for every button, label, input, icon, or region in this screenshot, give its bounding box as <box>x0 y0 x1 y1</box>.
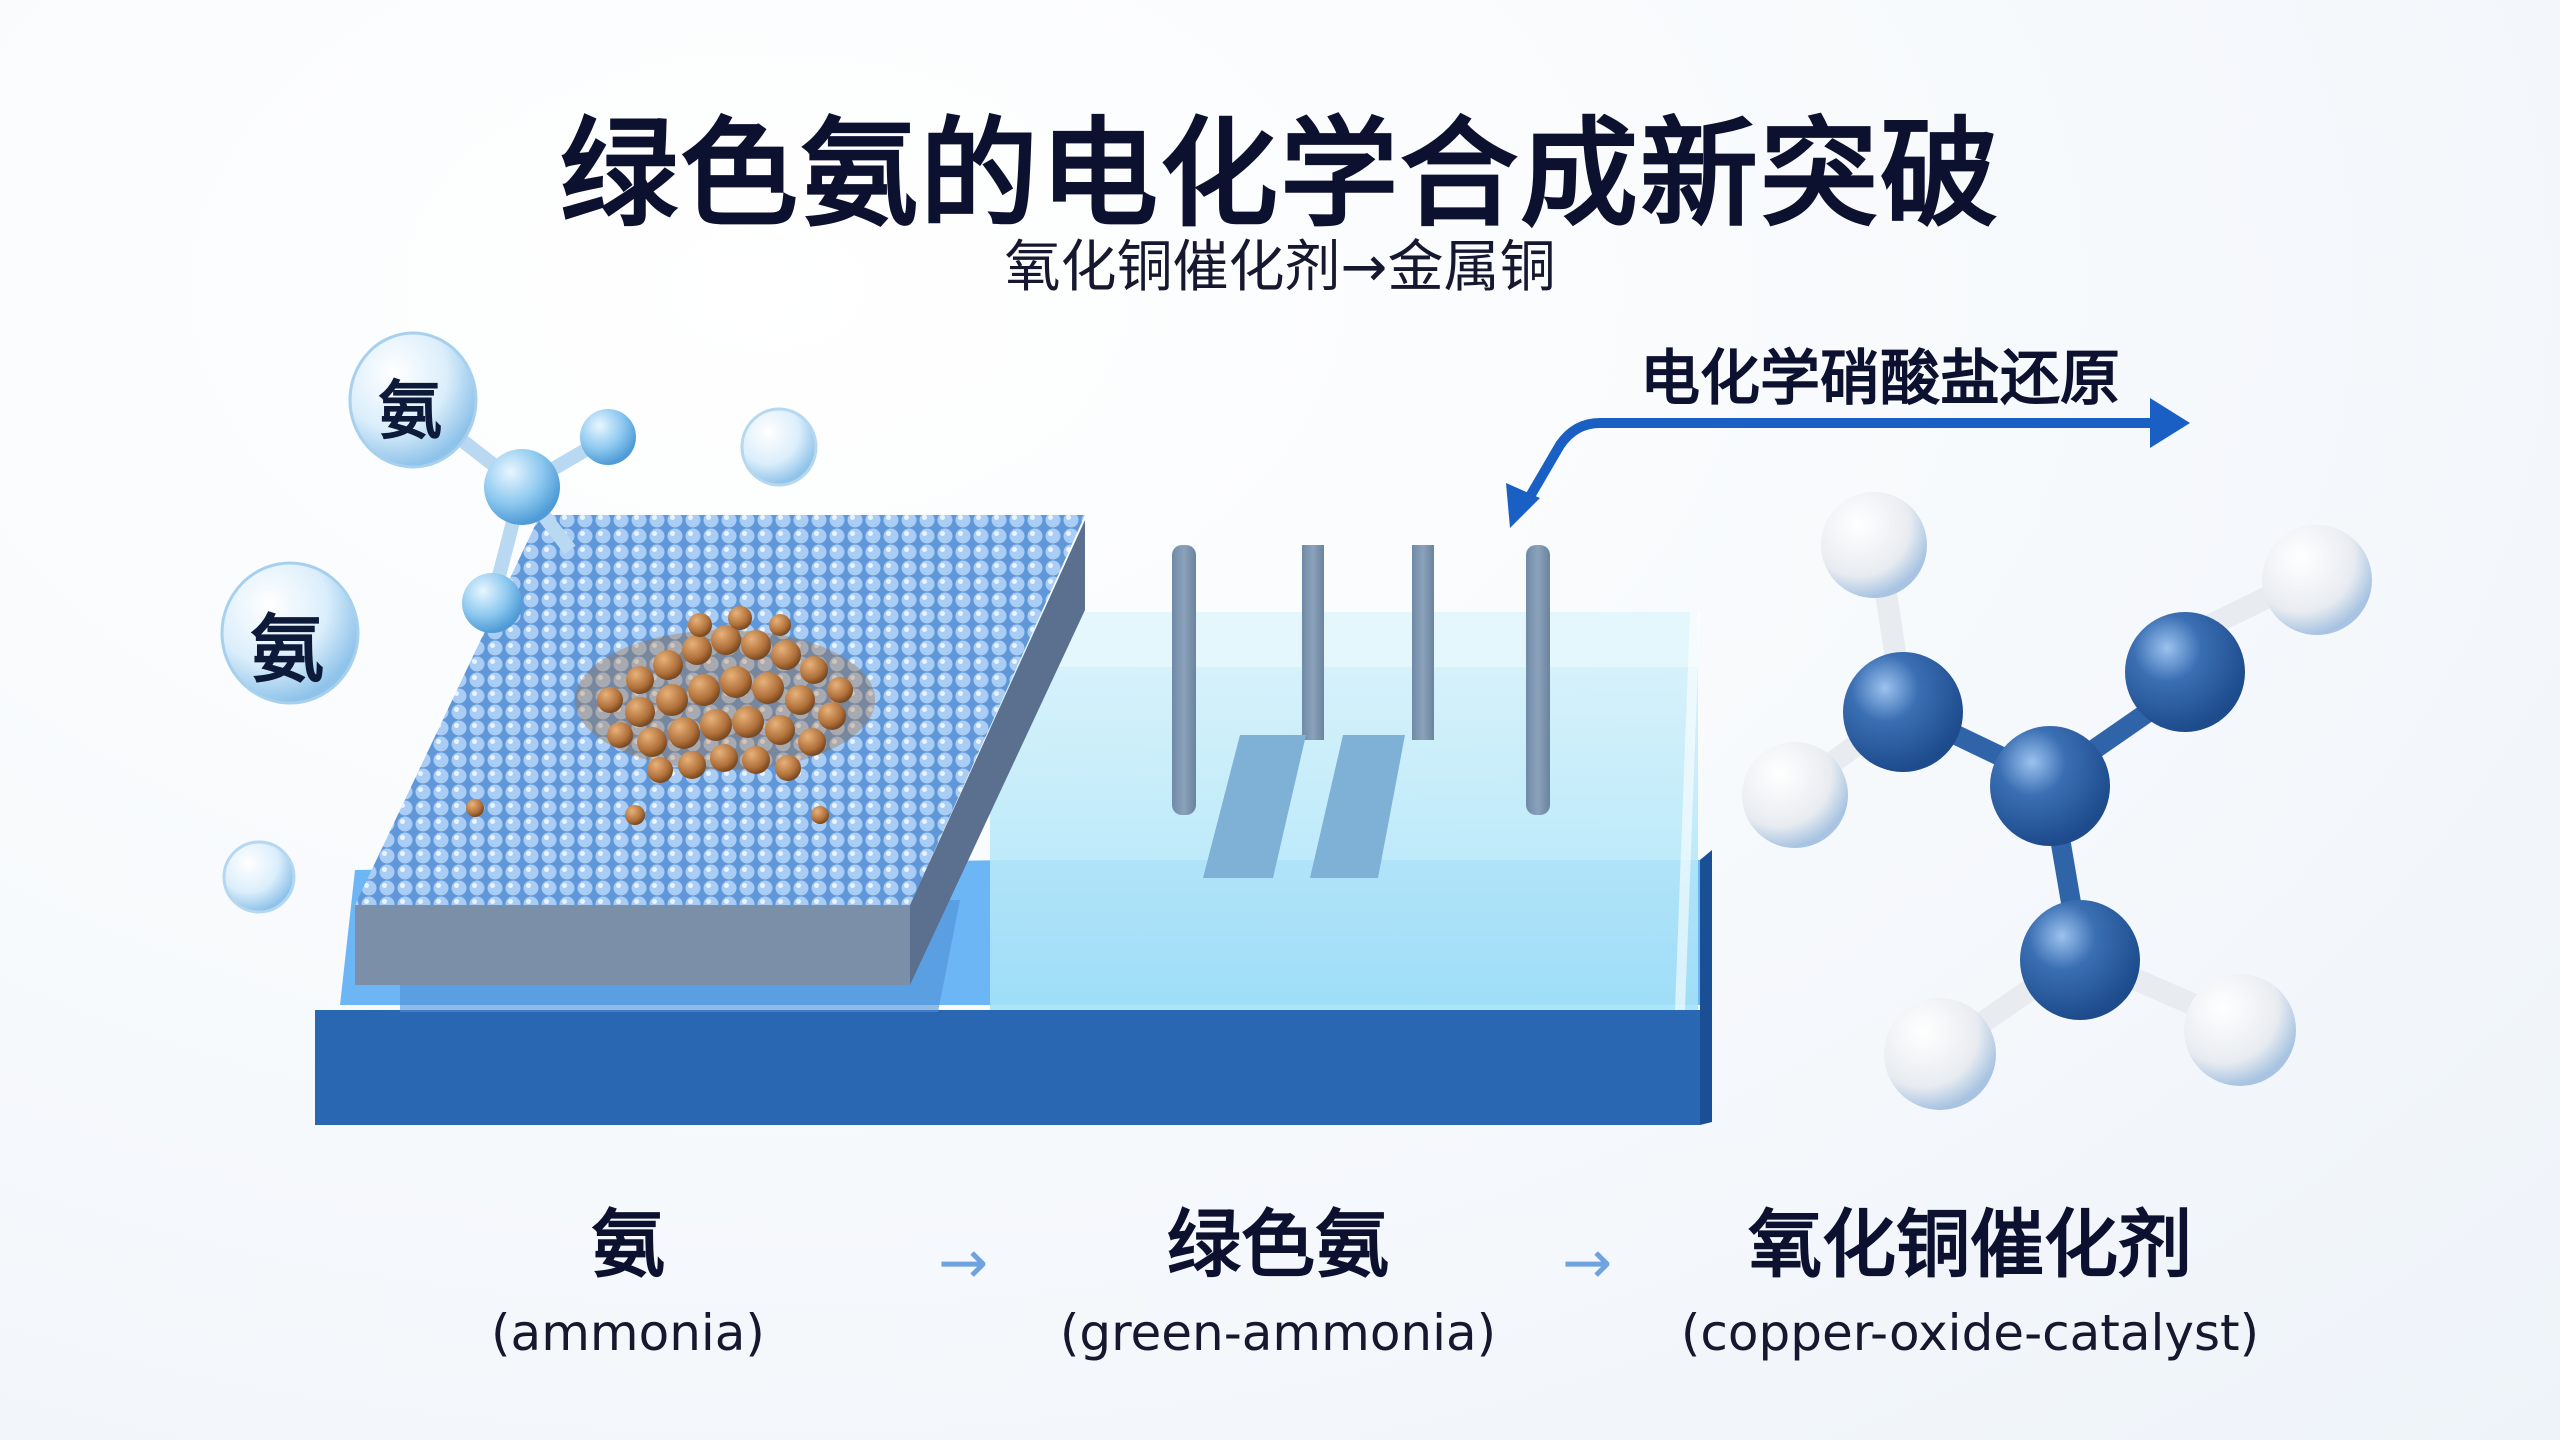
process-label: 电化学硝酸盐还原 <box>1640 344 2120 414</box>
flow-step-cn: 绿色氨 <box>1167 1202 1389 1288</box>
nitrogen-atom <box>1990 726 2110 846</box>
electrode-rod <box>1526 545 1550 815</box>
flow-step-en: (green-ammonia) <box>1059 1304 1497 1362</box>
empty-bubble <box>222 840 296 914</box>
hydrogen-atom <box>1821 492 1927 598</box>
hydrogen-atom <box>2262 525 2372 635</box>
flow-step-cn: 氨 <box>591 1202 665 1288</box>
nitrogen-atom <box>2125 612 2245 732</box>
hydrogen-atom <box>1884 998 1996 1110</box>
empty-bubble <box>740 407 818 487</box>
electrode-rod <box>1172 545 1196 815</box>
flow-arrow-icon: → <box>1562 1228 1613 1298</box>
flow-step-green-ammonia: 绿色氨 (green-ammonia) <box>928 1208 1628 1358</box>
flow-step-en: (ammonia) <box>491 1304 765 1362</box>
page-subtitle: 氧化铜催化剂→金属铜 <box>1004 235 1556 300</box>
arrow-head-left <box>1506 483 1540 528</box>
catalyst-platform <box>355 515 1085 1012</box>
page-title: 绿色氨的电化学合成新突破 <box>559 105 2000 243</box>
electrolyte-bath <box>990 545 1700 1010</box>
ammonia-bubble <box>220 561 360 705</box>
flow-step-ammonia: 氨 (ammonia) <box>278 1208 978 1358</box>
ammonia-bubble <box>348 331 478 469</box>
flow-arrow-icon: → <box>938 1228 989 1298</box>
flow-step-en: (copper-oxide-catalyst) <box>1680 1304 2260 1362</box>
electrode-plate <box>1310 545 1434 878</box>
bubble-label: 氨 <box>378 375 442 449</box>
nitrogen-atom <box>1843 652 1963 772</box>
flow-step-catalyst: 氧化铜催化剂 (copper-oxide-catalyst) <box>1620 1208 2320 1358</box>
arrow-head-right <box>2150 398 2190 448</box>
hydrogen-atom <box>2184 974 2296 1086</box>
bubble-label: 氨 <box>250 607 324 693</box>
hydrogen-atom <box>1742 742 1848 848</box>
electrode-plate <box>1203 545 1324 878</box>
process-arrow <box>1520 418 2160 510</box>
copper-particle-cluster <box>466 606 875 825</box>
molecule-model <box>1742 492 2372 1110</box>
nitrogen-atom <box>2020 900 2140 1020</box>
flow-step-cn: 氧化铜催化剂 <box>1748 1202 2192 1288</box>
